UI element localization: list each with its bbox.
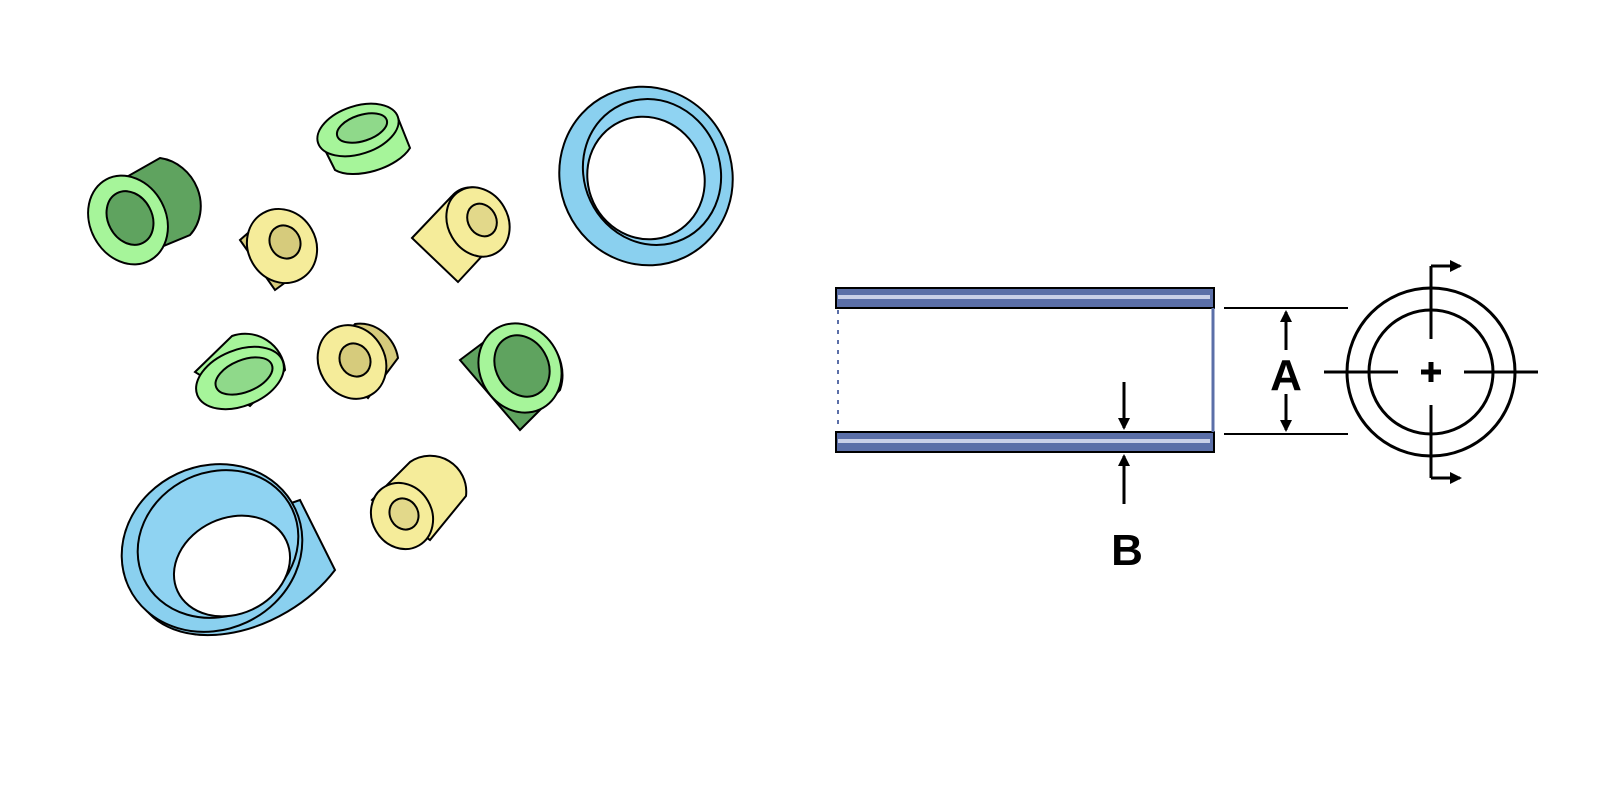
green-spacer-1 [87,156,202,266]
blue-ring-2 [120,463,337,637]
yellow-spacer-3 [316,322,400,400]
yellow-spacer-2 [410,186,511,284]
green-spacer-3 [193,332,287,411]
label-a: A [1270,351,1302,400]
spacer-collection [87,85,734,637]
section-view: B A [835,287,1348,575]
dimension-b: B [1111,382,1143,575]
end-view [1324,260,1538,484]
blue-ring-1 [558,85,734,267]
green-spacer-2 [316,102,412,176]
green-spacer-4 [458,322,564,432]
label-b: B [1111,526,1143,575]
yellow-spacer-1 [238,207,319,292]
dimension-a: A [1224,307,1348,435]
yellow-spacer-4 [369,454,468,551]
